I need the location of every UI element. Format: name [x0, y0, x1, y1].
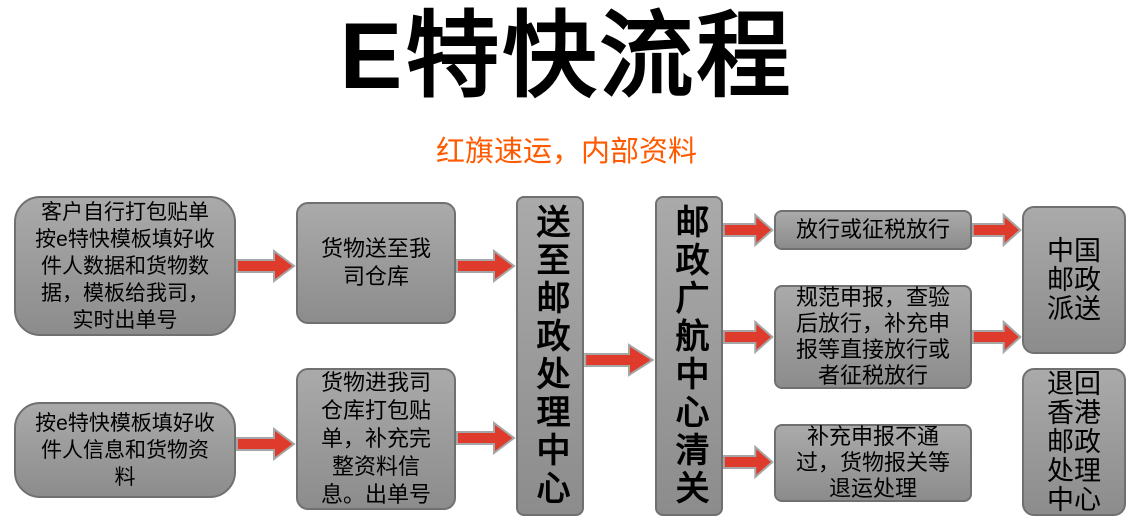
box-release: 放行或征税放行 — [774, 210, 972, 250]
box-postal-processing-center: 送至邮政处理中心 — [516, 196, 584, 516]
box-declaration-fail: 补充申报不通过，货物报关等退运处理 — [774, 424, 972, 502]
arrow-pack-to-postal-icon — [456, 420, 516, 456]
box-warehouse-pack: 货物进我司仓库打包贴单，补充完整资料信息。出单号 — [296, 368, 456, 510]
box-goods-to-warehouse: 货物送至我司仓库 — [296, 202, 456, 324]
page-subtitle: 红旗速运，内部资料 — [435, 136, 697, 168]
arrow-customer-to-warehouse-icon — [236, 248, 296, 284]
arrow-customs-to-declaration-icon — [723, 319, 774, 355]
box-customs-clearance: 邮政广航中心清关 — [655, 196, 723, 516]
arrow-release-to-delivery-icon — [972, 212, 1022, 248]
box-standard-declaration: 规范申报，查验后放行，补充申报等直接放行或者征税放行 — [774, 285, 972, 389]
box-china-post-delivery: 中国邮政派送 — [1022, 206, 1126, 354]
arrow-declaration-to-delivery-icon — [972, 319, 1022, 355]
arrow-customs-to-fail-icon — [723, 444, 774, 480]
box-template-fill: 按e特快模板填好收件人信息和货物资料 — [14, 402, 236, 498]
arrow-customs-to-release-icon — [723, 212, 774, 248]
box-customer-pack: 客户自行打包贴单按e特快模板填好收件人数据和货物数据，模板给我司，实时出单号 — [14, 196, 236, 336]
arrow-warehouse-to-postal-icon — [456, 248, 516, 284]
arrow-postal-to-customs-icon — [584, 342, 655, 378]
arrow-template-to-pack-icon — [236, 426, 296, 462]
box-return-hk: 退回香港邮政处理中心 — [1022, 368, 1126, 516]
page-title: E特快流程 — [339, 3, 794, 108]
